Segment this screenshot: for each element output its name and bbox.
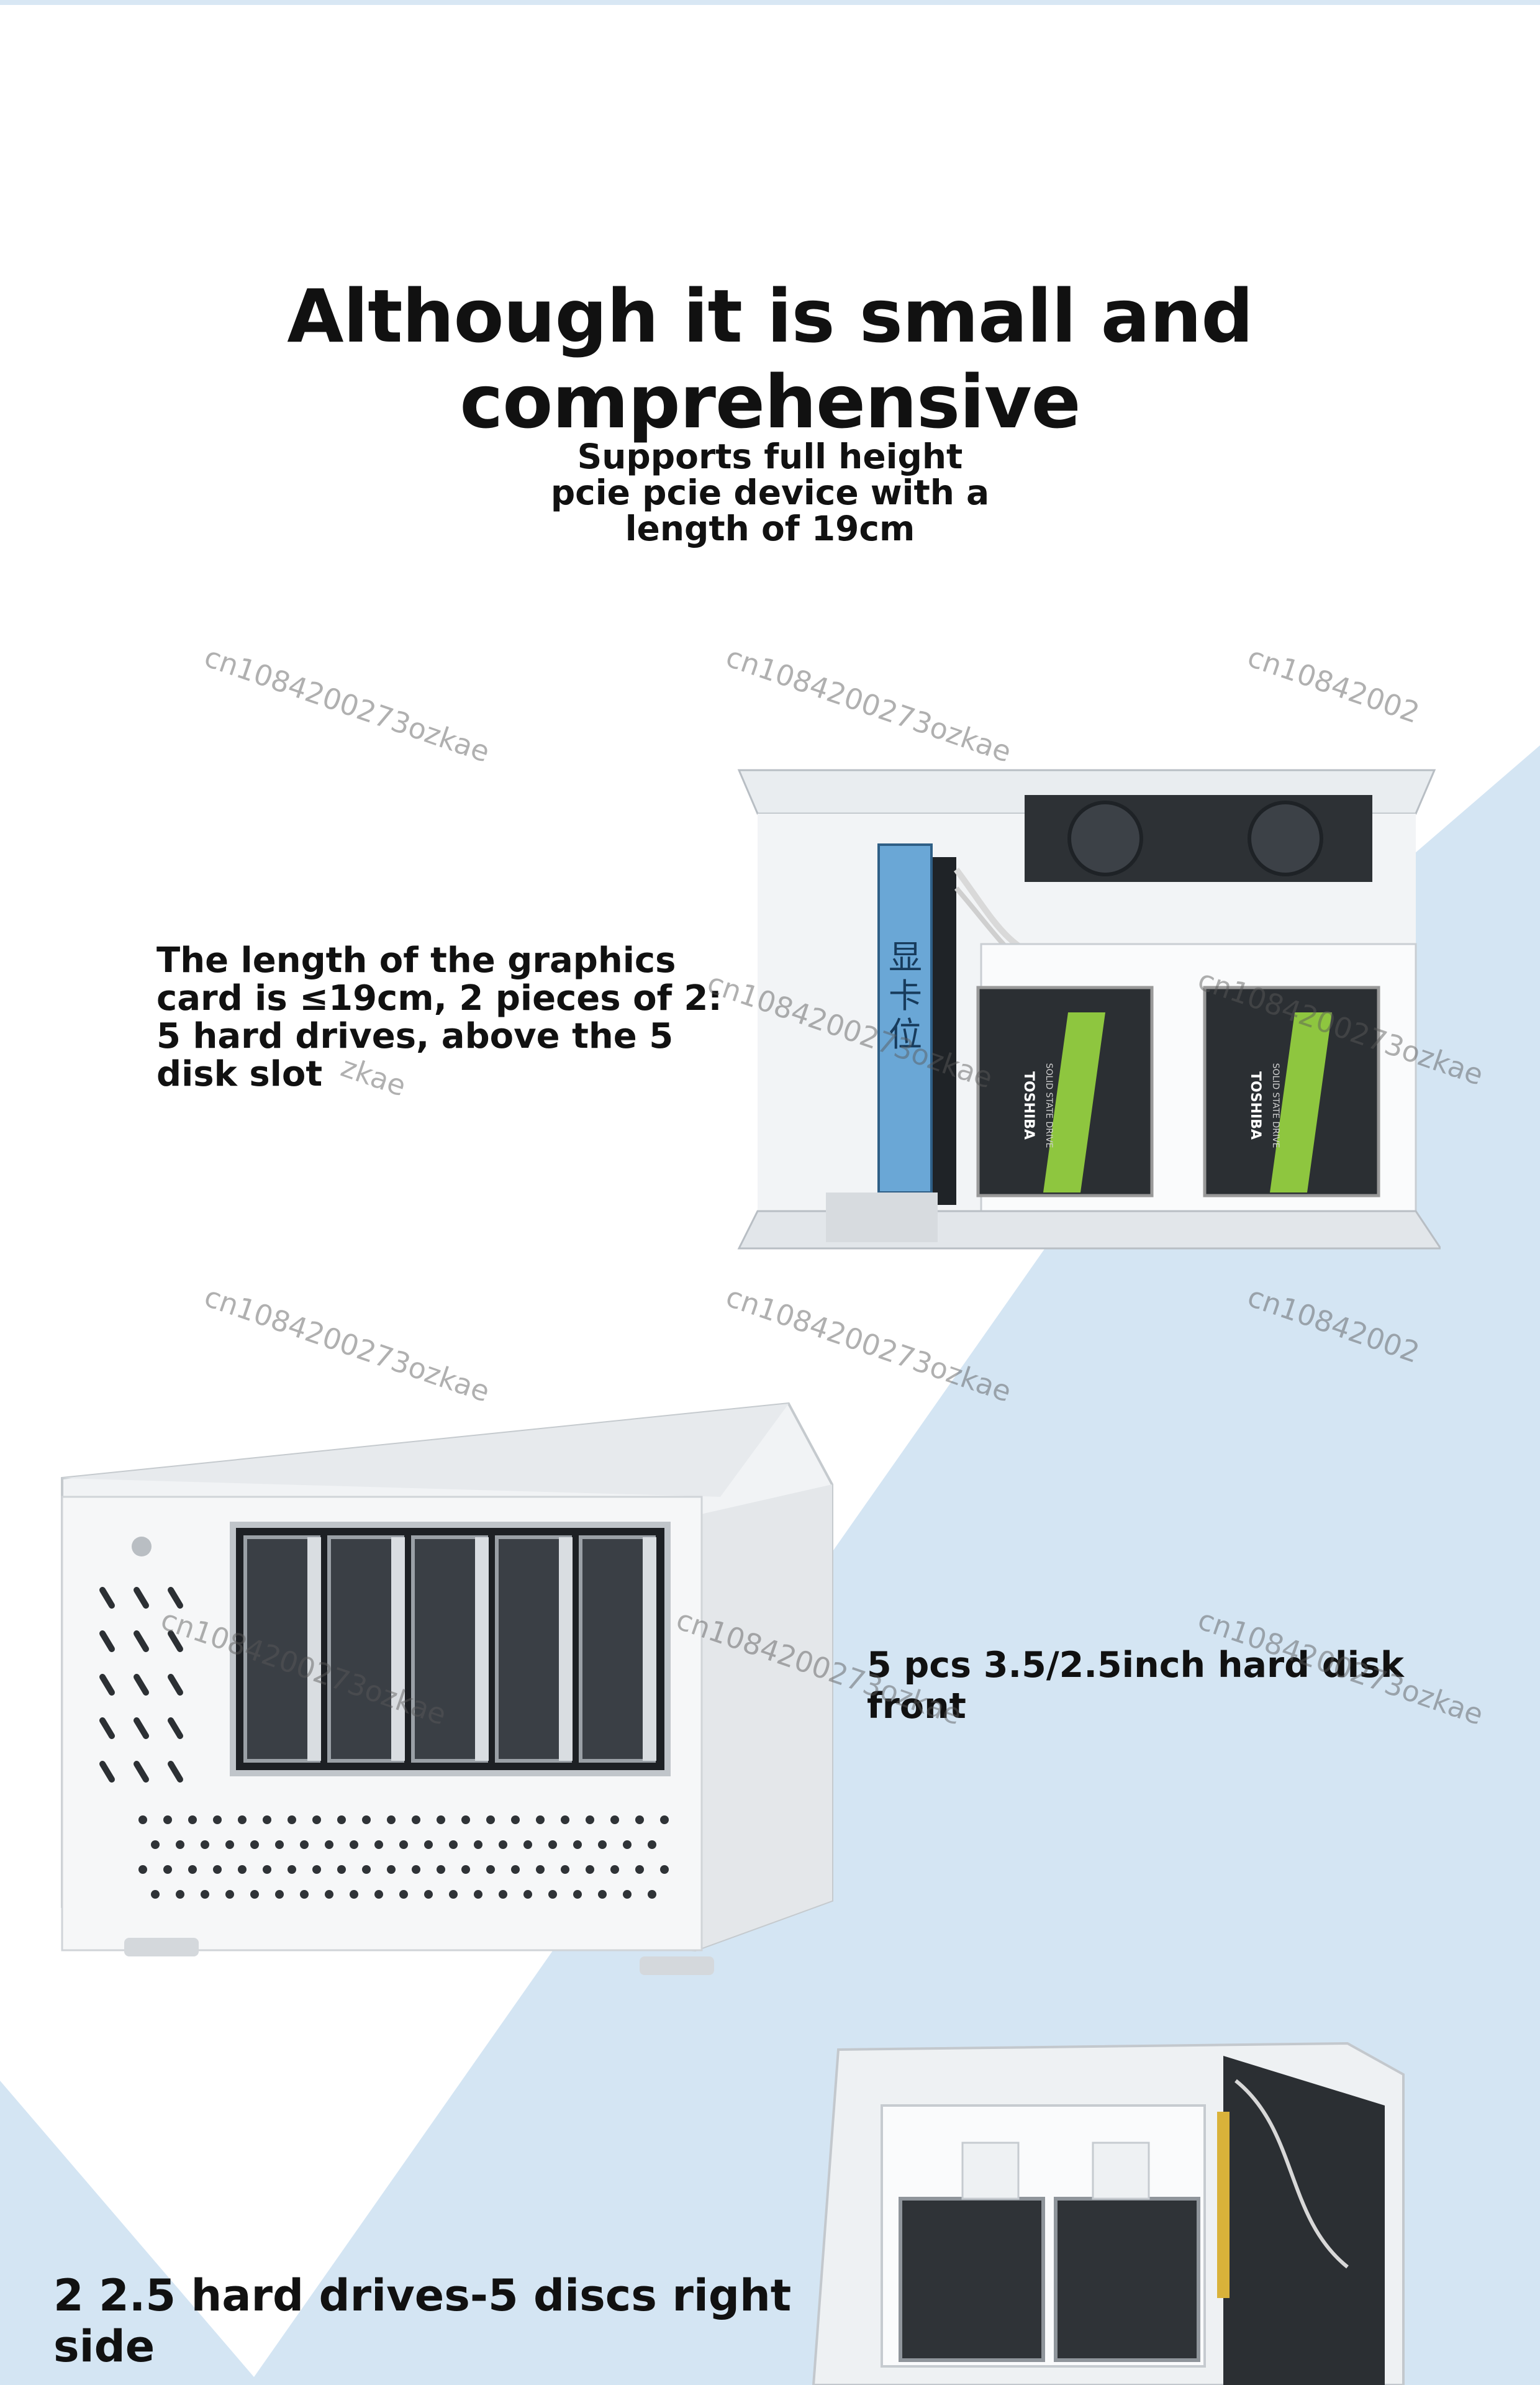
gpu-slot-label-char-1: 显	[889, 938, 922, 977]
top-accent-bar	[0, 0, 1540, 5]
gpu-slot-label-char-3: 位	[889, 1015, 922, 1054]
side-drives-caption: 2 2.5 hard drives-5 discs right side	[53, 2270, 792, 2372]
page-title: Although it is small and comprehensive	[287, 273, 1253, 445]
ssd-brand-left: TOSHIBA	[1021, 1071, 1036, 1140]
graphics-card-caption: The length of the graphics card is ≤19cm…	[156, 942, 728, 1093]
ssd-left: TOSHIBA SOLID STATE DRIVE	[976, 986, 1154, 1197]
case-side-photo	[812, 2042, 1405, 2385]
pcie-support-caption: Supports full height pcie pcie device wi…	[550, 437, 990, 548]
ssd-right: TOSHIBA SOLID STATE DRIVE	[1203, 986, 1380, 1197]
ssd-subtitle-right: SOLID STATE DRIVE	[1270, 1063, 1280, 1148]
case-interior-photo: 显 卡 位 TOSHIBA SOLID STATE DRIVE TOSHIBA …	[737, 769, 1441, 1250]
ssd-subtitle-left: SOLID STATE DRIVE	[1044, 1063, 1054, 1148]
case-front-photo	[61, 1402, 833, 1975]
ssd-brand-right: TOSHIBA	[1248, 1071, 1263, 1140]
front-bays-caption: 5 pcs 3.5/2.5inch hard disk front	[867, 1645, 1404, 1727]
gpu-slot-label-char-2: 卡	[889, 976, 922, 1015]
